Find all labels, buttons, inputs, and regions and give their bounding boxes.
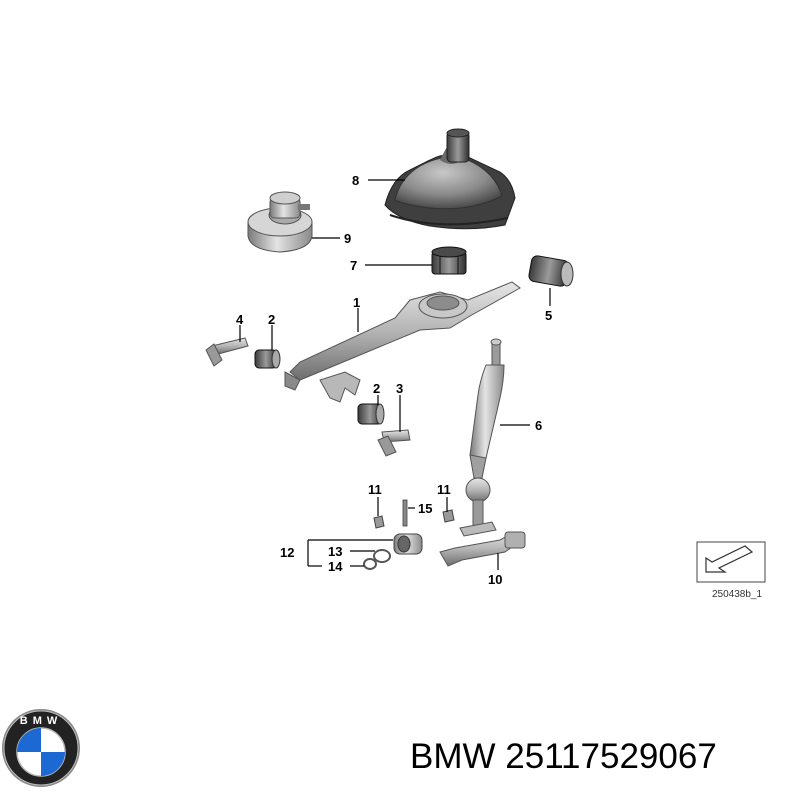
callout-1: 1 [353, 295, 360, 310]
bushing-part-2-lower [357, 403, 385, 425]
svg-text:BMW: BMW [20, 715, 63, 727]
pin-part-3 [377, 429, 411, 457]
shift-boot-part [384, 128, 516, 230]
callout-15: 15 [418, 501, 432, 516]
ball-socket-part-13 [373, 533, 423, 563]
callout-2-lower: 2 [373, 381, 380, 396]
callout-5: 5 [545, 308, 552, 323]
gear-lever-part [465, 338, 505, 527]
callout-6: 6 [535, 418, 542, 433]
pin-part-15 [402, 499, 408, 527]
callout-7: 7 [350, 258, 357, 273]
callout-11-right: 11 [437, 482, 451, 497]
bushing-part-2-upper [254, 349, 281, 369]
reference-code: 250438b_1 [712, 589, 762, 600]
collar-ring-part [247, 191, 313, 253]
pin-part-4 [205, 337, 249, 367]
clip-part-11-left [373, 515, 385, 529]
callout-4: 4 [236, 312, 244, 327]
ring-part-14 [363, 558, 377, 570]
bushing-part-7 [431, 246, 467, 275]
bushing-part-5 [528, 255, 574, 287]
part-number-text: BMW 25117529067 [410, 737, 717, 776]
selector-rod-part [439, 521, 526, 567]
callout-14: 14 [328, 559, 343, 574]
callout-11-left: 11 [368, 482, 382, 497]
callout-9: 9 [344, 231, 351, 246]
callout-3: 3 [396, 381, 403, 396]
shift-arm-part [284, 281, 521, 403]
clip-part-11-right [442, 509, 455, 523]
leader-lines [239, 179, 551, 570]
callout-12: 12 [280, 545, 294, 560]
callout-2-upper: 2 [268, 312, 275, 327]
callout-10: 10 [488, 572, 502, 587]
direction-arrow-box [696, 541, 766, 583]
callout-13: 13 [328, 544, 342, 559]
callout-8: 8 [352, 173, 359, 188]
bmw-roundel-icon: BMW [2, 709, 80, 787]
